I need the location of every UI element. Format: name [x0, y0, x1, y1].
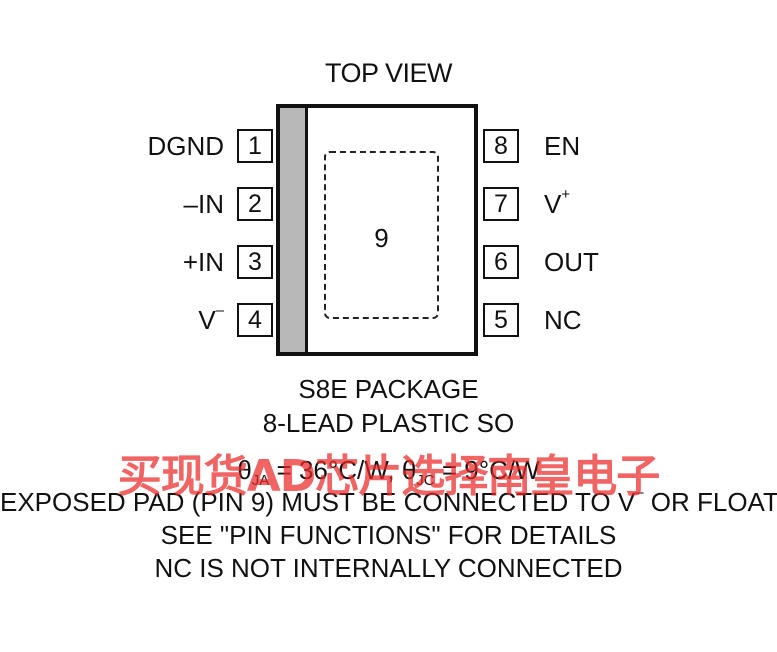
- top-view-title: TOP VIEW: [324, 58, 453, 88]
- pin-7-number: 7: [494, 189, 508, 218]
- pin-1-label: DGND: [147, 131, 224, 161]
- pin-8-number: 8: [494, 131, 508, 160]
- pin-2-box: 2: [237, 187, 273, 221]
- pin-1-number: 1: [248, 131, 262, 160]
- pin-1-box: 1: [237, 129, 273, 163]
- exposed-pad-number: 9: [374, 223, 389, 253]
- pin-3-number: 3: [248, 247, 262, 276]
- pin-5-box: 5: [483, 303, 519, 337]
- package-body: 9: [276, 104, 478, 356]
- pin-5-label: NC: [544, 305, 582, 335]
- pin-2-label: –IN: [183, 189, 224, 219]
- note-nc: NC IS NOT INTERNALLY CONNECTED: [154, 553, 623, 583]
- pin-8-box: 8: [483, 129, 519, 163]
- pin1-indicator-bar: [280, 108, 308, 352]
- package-description: 8-LEAD PLASTIC SO: [262, 408, 515, 438]
- pin-6-box: 6: [483, 245, 519, 279]
- pin-4-label: V–: [198, 302, 224, 335]
- pin-3-box: 3: [237, 245, 273, 279]
- package-name: S8E PACKAGE: [298, 374, 479, 404]
- pin-8-label: EN: [544, 131, 581, 161]
- pin-3-label: +IN: [182, 247, 224, 277]
- note-exposed-pad: EXPOSED PAD (PIN 9) MUST BE CONNECTED TO…: [0, 484, 777, 517]
- pin-5-number: 5: [494, 305, 508, 334]
- pin-7-box: 7: [483, 187, 519, 221]
- note-pin-functions: SEE "PIN FUNCTIONS" FOR DETAILS: [160, 520, 617, 550]
- pin-4-number: 4: [248, 305, 262, 334]
- pin-6-label: OUT: [544, 247, 599, 277]
- pin-4-box: 4: [237, 303, 273, 337]
- pin-7-label: V+: [544, 186, 571, 219]
- pin-6-number: 6: [494, 247, 508, 276]
- watermark-text: 买现货AD芯片选择南皇电子: [117, 451, 661, 502]
- thermal-resistance: θJA = 36°C/W, θJC = 9°C/W: [237, 455, 540, 490]
- exposed-pad: 9: [324, 151, 439, 319]
- pin-2-number: 2: [248, 189, 262, 218]
